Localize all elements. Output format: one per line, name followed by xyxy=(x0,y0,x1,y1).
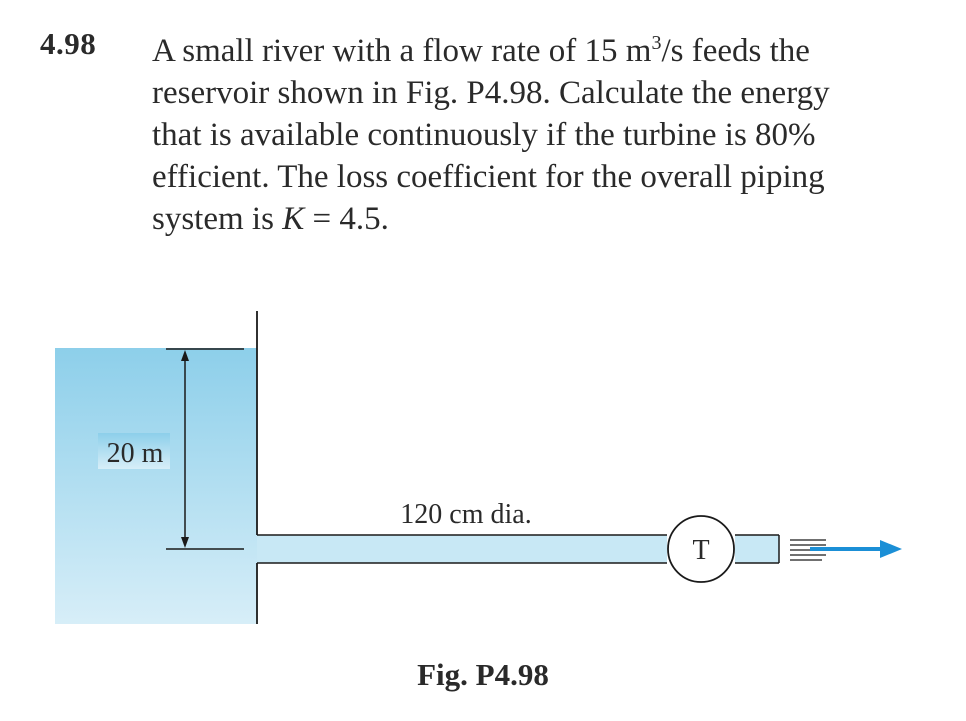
problem-line-5: system is K = 4.5. xyxy=(152,198,932,240)
depth-label-bg xyxy=(98,433,170,469)
figure-caption: Fig. P4.98 xyxy=(417,657,549,692)
depth-arrow-top xyxy=(181,350,189,361)
reservoir-water xyxy=(55,348,257,624)
turbine-icon xyxy=(667,515,735,583)
depth-arrow-bottom xyxy=(181,537,189,548)
problem-line-1-tail: /s feeds the xyxy=(661,33,810,69)
problem-line-2: reservoir shown in Fig. P4.98. Calculate… xyxy=(152,75,830,111)
pipe-diameter-label: 120 cm dia. xyxy=(400,499,531,530)
pipe-body xyxy=(257,535,667,563)
problem-line-5-tail: = 4.5. xyxy=(304,201,389,237)
outlet-pipe xyxy=(735,535,779,563)
problem-line-1-text: A small river with a flow rate of 15 m xyxy=(152,33,652,69)
flow-arrow-icon xyxy=(880,540,902,558)
problem-line-1: A small river with a flow rate of 15 m3/… xyxy=(152,22,932,72)
problem-text: A small river with a flow rate of 15 m3/… xyxy=(152,22,932,240)
problem-number: 4.98 xyxy=(40,26,97,61)
problem-line-4: efficient. The loss coefficient for the … xyxy=(152,159,825,195)
problem-line-5-text: system is xyxy=(152,201,283,237)
problem-line-3: that is available continuously if the tu… xyxy=(152,117,816,153)
loss-coefficient-symbol: K xyxy=(282,201,305,237)
turbine-label: T xyxy=(692,535,709,566)
depth-label: 20 m xyxy=(107,438,164,469)
unit-superscript: 3 xyxy=(651,32,662,54)
